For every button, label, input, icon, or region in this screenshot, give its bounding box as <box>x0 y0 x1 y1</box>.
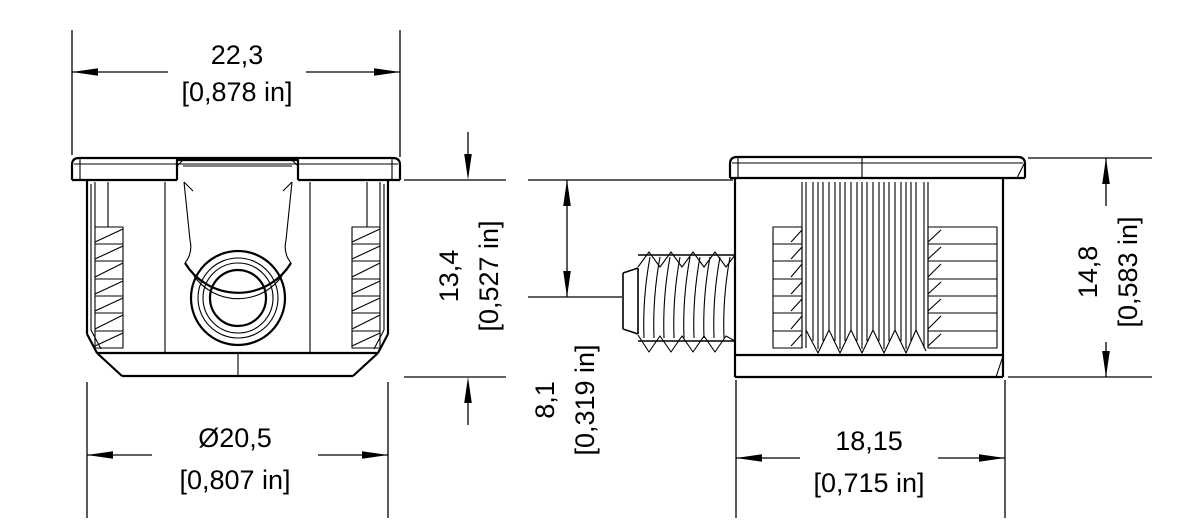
dim-screw-offset-mm-label: 8,1 <box>530 381 560 419</box>
dim-flange-width: 22,3 [0,878 in] <box>71 30 401 157</box>
front-right-ribs <box>351 226 381 349</box>
dim-base-width-mm-label: 18,15 <box>835 426 903 456</box>
dim-total-height-mm-label: 14,8 <box>1073 246 1103 299</box>
dim-flange-width-in-label: [0,878 in] <box>181 77 292 107</box>
dim-screw-offset: 8,1 [0,319 in] <box>528 179 733 456</box>
cam-bore <box>183 181 293 347</box>
dim-flange-width-mm-label: 22,3 <box>211 40 264 70</box>
front-view-drawing <box>70 156 402 378</box>
side-view-drawing <box>622 155 1027 379</box>
side-flange <box>728 155 1027 180</box>
front-body <box>85 180 390 378</box>
dim-body-height-in-label: [0,527 in] <box>474 220 504 331</box>
dim-body-diameter-in-label: [0,807 in] <box>179 465 290 495</box>
dim-body-height-mm-label: 13,4 <box>434 250 464 303</box>
side-body <box>733 178 1005 379</box>
dowel-screw <box>622 251 736 353</box>
dim-base-width: 18,15 [0,715 in] <box>735 380 1006 518</box>
dim-total-height: 14,8 [0,583 in] <box>1008 157 1152 378</box>
side-right-ribs <box>927 226 998 349</box>
dim-total-height-in-label: [0,583 in] <box>1113 216 1143 327</box>
side-left-ribs <box>772 226 803 349</box>
front-flange <box>70 156 402 182</box>
side-accordion-ribs <box>805 182 927 354</box>
dim-base-width-in-label: [0,715 in] <box>813 468 924 498</box>
front-left-ribs <box>94 226 124 349</box>
dim-body-diameter-mm-label: Ø20,5 <box>198 423 272 453</box>
dim-body-diameter: Ø20,5 [0,807 in] <box>86 382 389 518</box>
dim-screw-offset-in-label: [0,319 in] <box>570 344 600 455</box>
dim-body-height: 13,4 [0,527 in] <box>404 132 506 425</box>
